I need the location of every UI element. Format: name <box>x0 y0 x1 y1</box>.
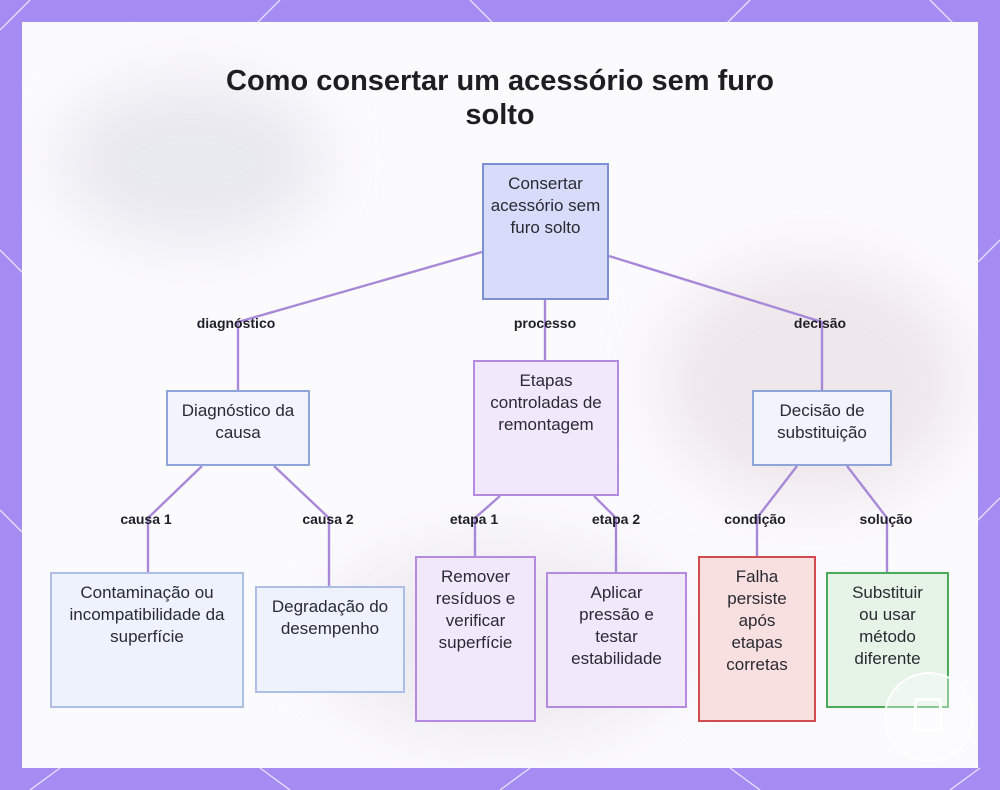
node-remover-label: Remover resíduos e verificar superfície <box>435 567 516 652</box>
edge-decisao-falha <box>755 465 798 556</box>
edge-label-processo: processo <box>513 315 577 331</box>
node-degradacao[interactable]: Degradação do desempenho <box>255 586 405 693</box>
edge-etapas-aplicar <box>593 495 618 572</box>
node-etapas-label: Etapas controladas de remontagem <box>490 371 602 434</box>
edge-decisao-substituir <box>846 465 889 572</box>
node-remover[interactable]: Remover resíduos e verificar superfície <box>415 556 536 722</box>
node-falha-label: Falha persiste após etapas corretas <box>726 567 788 674</box>
title-line-1: Como consertar um acessório sem furo <box>226 65 774 97</box>
node-decisao-label: Decisão de substituição <box>777 401 867 442</box>
node-aplicar-label: Aplicar pressão e testar estabilidade <box>571 583 662 668</box>
node-etapas[interactable]: Etapas controladas de remontagem <box>473 360 619 496</box>
edge-label-decisao: decisão <box>793 315 847 331</box>
edge-root-decisao <box>608 254 824 390</box>
edge-label-etapa2: etapa 2 <box>591 511 641 527</box>
edge-label-solucao: solução <box>859 511 913 527</box>
node-contaminacao-label: Contaminação ou incompatibilidade da sup… <box>69 583 225 646</box>
node-contaminacao[interactable]: Contaminação ou incompatibilidade da sup… <box>50 572 244 708</box>
node-degradacao-label: Degradação do desempenho <box>271 597 389 638</box>
node-diagnostico[interactable]: Diagnóstico da causa <box>166 390 310 466</box>
edge-root-diagnostico <box>236 250 483 390</box>
node-substituir-label: Substituir ou usar método diferente <box>852 583 923 668</box>
edge-label-causa1: causa 1 <box>120 511 172 527</box>
diagram-title: Como consertar um acessório sem furo sol… <box>0 64 1000 132</box>
node-root-label: Consertar acessório sem furo solto <box>490 174 601 237</box>
edge-diagnostico-degradacao <box>273 465 331 586</box>
node-diagnostico-label: Diagnóstico da causa <box>181 401 295 442</box>
edge-label-condicao: condição <box>724 511 786 527</box>
edge-etapas-remover <box>473 495 501 556</box>
edge-label-etapa1: etapa 1 <box>449 511 499 527</box>
brand-logo-icon <box>884 672 974 762</box>
edge-label-diagnostico: diagnóstico <box>196 315 276 331</box>
edge-diagnostico-contaminacao <box>146 465 203 572</box>
node-falha[interactable]: Falha persiste após etapas corretas <box>698 556 816 722</box>
node-aplicar[interactable]: Aplicar pressão e testar estabilidade <box>546 572 687 708</box>
node-root[interactable]: Consertar acessório sem furo solto <box>482 163 609 300</box>
title-line-2: solto <box>465 99 535 131</box>
logo-glyph <box>914 698 942 732</box>
edge-label-causa2: causa 2 <box>302 511 354 527</box>
node-decisao[interactable]: Decisão de substituição <box>752 390 892 466</box>
